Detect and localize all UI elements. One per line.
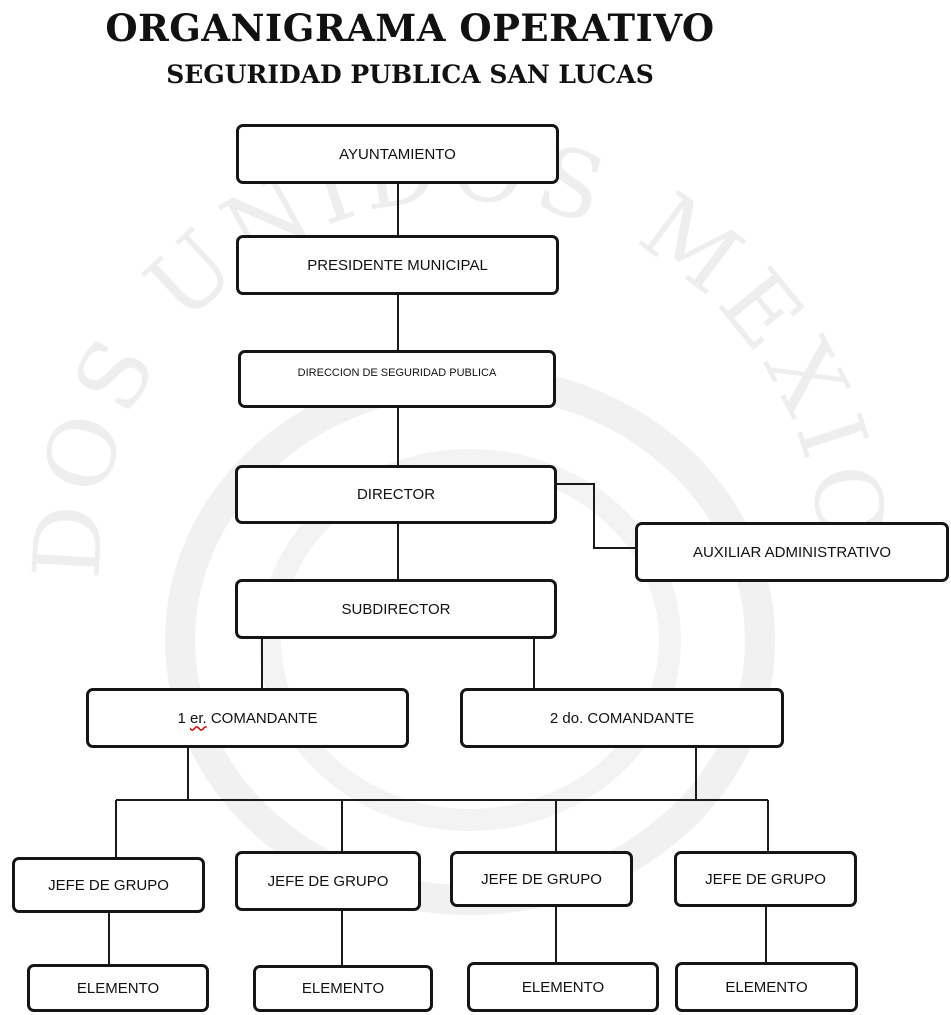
page-title: ORGANIGRAMA OPERATIVO	[105, 6, 715, 50]
node-label: JEFE DE GRUPO	[48, 876, 169, 894]
node-label: 2 do. COMANDANTE	[549, 709, 695, 727]
node-label: AYUNTAMIENTO	[339, 145, 456, 163]
node-auxiliar-administrativo: AUXILIAR ADMINISTRATIVO	[635, 522, 949, 582]
node-jefe-de-grupo-2: JEFE DE GRUPO	[235, 851, 421, 911]
node-jefe-de-grupo-4: JEFE DE GRUPO	[674, 851, 857, 907]
page-subtitle: SEGURIDAD PUBLICA SAN LUCAS	[166, 60, 654, 89]
node-label: DIRECTOR	[356, 486, 436, 503]
node-label: ELEMENTO	[301, 980, 385, 997]
node-label: 1 er. COMANDANTE	[177, 710, 317, 727]
comandante1-prefix: 1	[177, 709, 186, 727]
node-subdirector: SUBDIRECTOR	[235, 579, 557, 639]
node-label: ELEMENTO	[521, 978, 605, 996]
node-label: JEFE DE GRUPO	[705, 870, 826, 888]
comandante1-abbr: er.	[189, 709, 207, 727]
node-label: ELEMENTO	[76, 979, 160, 997]
node-primer-comandante: 1 er. COMANDANTE	[86, 688, 409, 748]
node-ayuntamiento: AYUNTAMIENTO	[236, 124, 559, 184]
node-elemento-1: ELEMENTO	[27, 964, 209, 1012]
node-segundo-comandante: 2 do. COMANDANTE	[460, 688, 784, 748]
node-jefe-de-grupo-3: JEFE DE GRUPO	[450, 851, 633, 907]
node-jefe-de-grupo-1: JEFE DE GRUPO	[12, 857, 205, 913]
node-director: DIRECTOR	[235, 465, 557, 524]
node-label: AUXILIAR ADMINISTRATIVO	[692, 543, 892, 561]
comandante1-rest: COMANDANTE	[210, 709, 318, 727]
node-label: PRESIDENTE MUNICIPAL	[307, 256, 488, 274]
node-elemento-2: ELEMENTO	[253, 965, 433, 1012]
node-label: DIRECCION DE SEGURIDAD PUBLICA	[297, 367, 497, 379]
node-label: JEFE DE GRUPO	[481, 870, 602, 888]
node-label: SUBDIRECTOR	[341, 600, 451, 618]
node-direccion-seguridad-publica: DIRECCION DE SEGURIDAD PUBLICA	[238, 350, 556, 408]
node-elemento-3: ELEMENTO	[467, 962, 659, 1012]
node-elemento-4: ELEMENTO	[675, 962, 858, 1012]
node-presidente-municipal: PRESIDENTE MUNICIPAL	[236, 235, 559, 295]
node-label: JEFE DE GRUPO	[267, 872, 389, 890]
node-label: ELEMENTO	[725, 978, 808, 996]
